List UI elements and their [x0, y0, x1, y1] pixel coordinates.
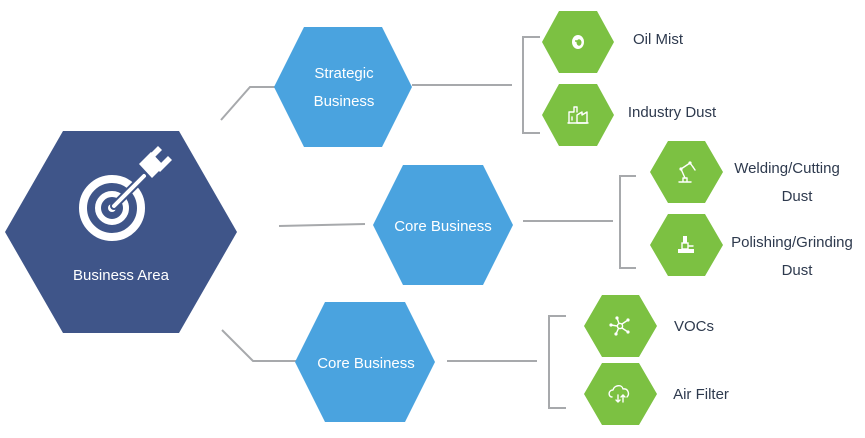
leaf-label-welding-line-1: Welding/Cutting: [734, 160, 840, 177]
factory-icon: [567, 106, 589, 124]
leaf-label-air-filter: Air Filter: [673, 386, 729, 403]
leaf-label-vocs: VOCs: [674, 318, 714, 335]
leaf-hexagon-welding: [650, 141, 723, 203]
branch-label-2: Core Business: [394, 218, 492, 235]
connector-root-branch-2: [278, 223, 366, 227]
branch-label-1-line-2: Business: [314, 93, 375, 110]
leaf-node-air-filter: Air Filter: [584, 363, 729, 425]
branch-node-3: Core Business: [295, 302, 435, 422]
bracket-branch-3: [548, 315, 566, 409]
branch-node-1: Strategic Business: [274, 27, 412, 147]
connector-root-branch-3: [221, 329, 296, 362]
leaf-hexagon-vocs: [584, 295, 657, 357]
branch-label-1-line-1: Strategic: [314, 65, 374, 82]
leaf-node-industry-dust: Industry Dust: [542, 84, 717, 146]
bracket-branch-1: [522, 36, 540, 134]
leaf-node-welding: Welding/Cutting Dust: [650, 141, 840, 205]
leaf-label-industry-dust: Industry Dust: [628, 104, 717, 121]
leaf-label-polishing-line-1: Polishing/Grinding: [731, 234, 853, 251]
branch-hexagon-1: [274, 27, 412, 147]
molecule-icon: [609, 316, 630, 336]
leaf-connectors: [412, 36, 636, 409]
leaf-node-polishing: Polishing/Grinding Dust: [650, 214, 853, 279]
branch-hexagon-2: [373, 165, 513, 285]
root-connectors: [220, 86, 366, 362]
target-arrow-icon: [79, 146, 172, 241]
leaf-node-oil-mist: Oil Mist: [542, 11, 684, 73]
branch-label-3: Core Business: [317, 355, 415, 372]
branch-node-2: Core Business: [373, 165, 513, 285]
leaf-label-oil-mist: Oil Mist: [633, 31, 684, 48]
branch-hexagon-3: [295, 302, 435, 422]
leaf-hexagon-polishing: [650, 214, 723, 276]
cloud-filter-icon: [608, 385, 630, 403]
leaf-hexagon-air-filter: [584, 363, 657, 425]
root-label: Business Area: [73, 267, 170, 284]
bracket-branch-2: [619, 175, 636, 269]
leaf-node-vocs: VOCs: [584, 295, 714, 357]
leaf-label-polishing-line-2: Dust: [782, 262, 814, 279]
grinder-icon: [678, 236, 694, 253]
robot-arm-icon: [678, 161, 696, 183]
oil-drop-icon: [572, 35, 584, 49]
connector-root-branch-1: [220, 86, 276, 121]
leaf-label-welding-line-2: Dust: [782, 188, 814, 205]
root-node: Business Area: [5, 131, 237, 333]
